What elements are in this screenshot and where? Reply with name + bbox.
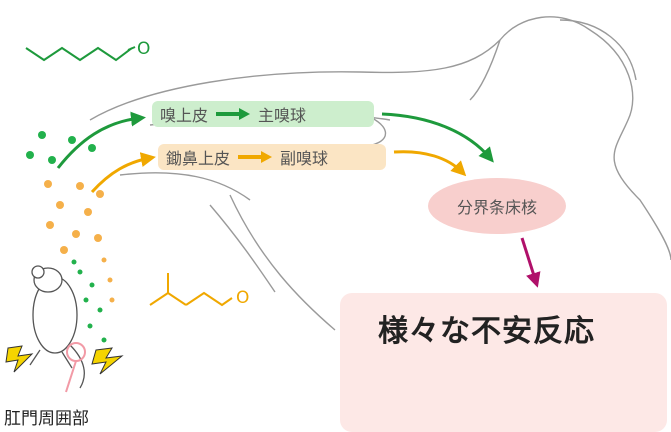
- bed-nucleus-label: 分界条床核: [456, 198, 537, 217]
- accessory-olfactory-pathway: 鋤鼻上皮 副嗅球: [158, 144, 386, 170]
- arrow-right-icon: [238, 151, 273, 163]
- arrow-green-to-epithelium: [56, 111, 146, 169]
- orange-odor-particles: [44, 180, 115, 303]
- mouse-head-outline: [89, 16, 671, 331]
- green-odor-particles: [26, 131, 107, 343]
- bottom-oxygen-label: O: [236, 288, 249, 308]
- main-olfactory-bulb-label: 主嗅球: [258, 106, 307, 125]
- arrow-nucleus-to-behavior: [520, 237, 541, 288]
- vomeronasal-epithelium-label: 鋤鼻上皮: [166, 149, 231, 168]
- perianal-label: 肛門周囲部: [4, 409, 89, 429]
- behavior-panel: [340, 293, 667, 432]
- hexanal-molecule: [25, 46, 136, 62]
- olfactory-epithelium-label: 嗅上皮: [160, 106, 209, 125]
- top-oxygen-label: O: [137, 39, 150, 59]
- isovaleraldehyde-molecule: [149, 273, 233, 307]
- stimulated-mouse-icon: [29, 265, 85, 389]
- arrow-orange-to-vomeronasal: [90, 152, 156, 194]
- main-olfactory-pathway: 嗅上皮 主嗅球: [152, 101, 374, 127]
- arrow-accessory-bulb-to-nucleus: [393, 150, 467, 177]
- lightning-icon: [5, 345, 124, 375]
- accessory-olfactory-bulb-label: 副嗅球: [280, 149, 329, 168]
- arrow-right-icon: [216, 108, 251, 120]
- perianal-pointer: [65, 360, 77, 393]
- arrow-main-bulb-to-nucleus: [381, 112, 494, 163]
- bed-nucleus-bubble: 分界条床核: [428, 178, 566, 234]
- behavior-label: 様々な不安反応: [378, 314, 595, 349]
